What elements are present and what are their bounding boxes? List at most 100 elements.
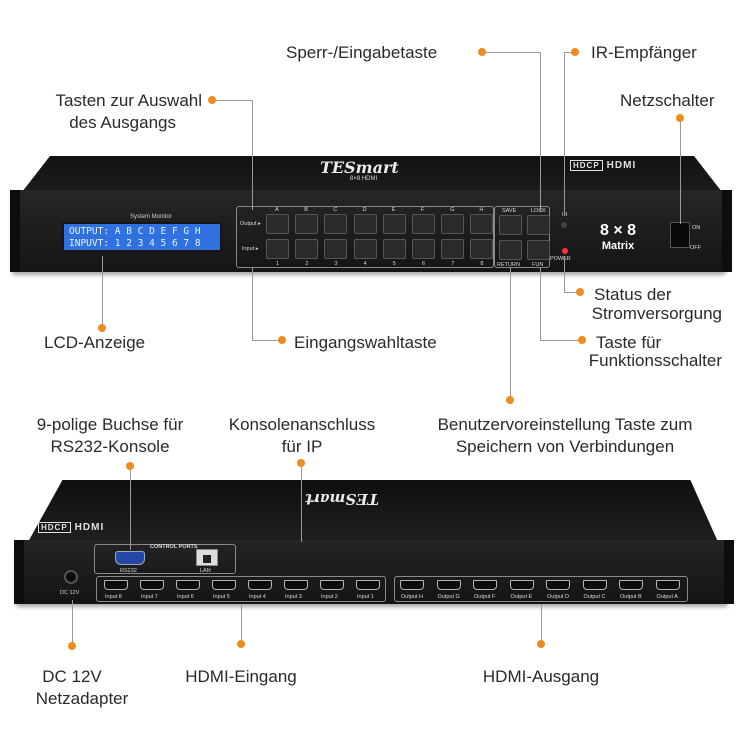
callout-output-keys-line bbox=[216, 100, 252, 101]
output-select-button[interactable] bbox=[266, 214, 289, 234]
hdmi-output-port-label: Output G bbox=[437, 594, 460, 600]
output-select-button[interactable] bbox=[412, 214, 435, 234]
callout-lan-text-1: Konsolenanschluss bbox=[228, 415, 376, 434]
input-select-button[interactable] bbox=[295, 239, 319, 259]
lock-label: LOCK bbox=[531, 208, 546, 214]
hdmi-input-port-label: Input 1 bbox=[357, 594, 374, 600]
hdmi-output-port[interactable] bbox=[582, 580, 607, 590]
brand-logo: TESmart bbox=[320, 158, 399, 177]
input-select-button[interactable] bbox=[441, 239, 465, 259]
callout-lan-line bbox=[301, 467, 302, 542]
switch-off-label: OFF bbox=[690, 245, 701, 251]
output-letter-label: C bbox=[333, 207, 338, 213]
hdmi-input-port-label: Input 7 bbox=[141, 594, 158, 600]
callout-lock-key-text: Sperr-/Eingabetaste bbox=[286, 43, 438, 62]
callout-rs232-line bbox=[130, 470, 131, 550]
callout-lock-key-line bbox=[540, 52, 541, 212]
input-number-label: 2 bbox=[305, 261, 309, 267]
hdmi-output-port[interactable] bbox=[400, 580, 424, 590]
brand-sub-label: 8×8 HDMI bbox=[350, 176, 378, 182]
dc-power-jack[interactable] bbox=[64, 570, 78, 584]
hdmi-output-port[interactable] bbox=[655, 580, 680, 590]
callout-output-keys-text-1: Tasten zur Auswahl bbox=[55, 91, 202, 110]
hdmi-output-port-label: Output D bbox=[547, 594, 570, 600]
dc-label: DC 12V bbox=[60, 590, 80, 596]
matrix-badge: 8 × 8 Matrix bbox=[600, 222, 636, 252]
back-brand-logo: TESmart bbox=[305, 490, 379, 508]
callout-hdmi-in-line bbox=[241, 604, 242, 642]
hdmi-output-port[interactable] bbox=[473, 580, 497, 590]
output-letter-label: H bbox=[479, 207, 484, 213]
callout-output-keys-line bbox=[252, 100, 253, 210]
output-select-button[interactable] bbox=[382, 214, 406, 234]
hdmi-input-port-label: Input 2 bbox=[321, 594, 338, 600]
callout-save-key-dot bbox=[506, 396, 514, 404]
back-panel bbox=[16, 540, 728, 604]
input-select-button[interactable] bbox=[324, 239, 348, 259]
power-switch[interactable] bbox=[670, 222, 690, 248]
hdmi-output-port-label: Output H bbox=[401, 594, 424, 600]
hdmi-input-port[interactable] bbox=[320, 580, 344, 590]
return-button[interactable] bbox=[499, 240, 522, 260]
hdmi-output-port[interactable] bbox=[509, 580, 534, 590]
hdmi-output-port[interactable] bbox=[619, 580, 643, 590]
callout-dc-dot bbox=[68, 642, 76, 650]
matrix-word: Matrix bbox=[601, 240, 635, 252]
front-chassis-top bbox=[22, 156, 722, 192]
input-select-button[interactable] bbox=[266, 239, 289, 259]
callout-lcd-dot bbox=[98, 324, 106, 332]
hdmi-input-port-label: Input 6 bbox=[177, 594, 194, 600]
input-select-button[interactable] bbox=[470, 239, 494, 259]
output-select-button[interactable] bbox=[324, 214, 348, 234]
output-letter-label: B bbox=[304, 207, 308, 213]
output-letter-label: A bbox=[275, 207, 279, 213]
output-select-button[interactable] bbox=[470, 214, 494, 234]
output-select-button[interactable] bbox=[295, 214, 319, 234]
hdmi-input-port-label: Input 5 bbox=[213, 594, 230, 600]
input-select-button[interactable] bbox=[353, 239, 377, 259]
hdmi-logo: HDMI bbox=[606, 160, 637, 171]
callout-dc-line bbox=[72, 600, 73, 644]
hdmi-output-port[interactable] bbox=[546, 580, 570, 590]
hdmi-input-port[interactable] bbox=[284, 580, 308, 590]
callout-lcd-line bbox=[102, 256, 103, 326]
lock-button[interactable] bbox=[527, 215, 550, 235]
rs232-port[interactable] bbox=[115, 551, 145, 565]
lcd-caption: System Monitor bbox=[130, 214, 172, 220]
output-select-button[interactable] bbox=[353, 214, 377, 234]
hdmi-output-port-label: Output F bbox=[474, 594, 496, 600]
front-ear-right bbox=[722, 190, 732, 272]
hdmi-input-port[interactable] bbox=[176, 580, 200, 590]
lan-label: LAN bbox=[200, 568, 211, 574]
output-letter-label: G bbox=[450, 207, 455, 213]
hdmi-output-port[interactable] bbox=[436, 580, 461, 590]
selection-button-panel bbox=[236, 206, 494, 268]
input-select-button[interactable] bbox=[412, 239, 435, 259]
hdmi-input-port[interactable] bbox=[212, 580, 236, 590]
fun-label: FUN bbox=[532, 262, 544, 268]
lcd-display: OUTPUT: A B C D E F G H INPUVT: 1 2 3 4 … bbox=[62, 222, 222, 252]
input-select-button[interactable] bbox=[382, 239, 406, 259]
ir-sensor-icon bbox=[561, 222, 567, 228]
back-ear-left bbox=[14, 540, 24, 604]
callout-fun-key-text-2: Funktionsschalter bbox=[588, 351, 722, 370]
ir-label: IR bbox=[562, 212, 568, 218]
hdmi-input-port[interactable] bbox=[356, 580, 380, 590]
output-select-button[interactable] bbox=[441, 214, 465, 234]
callout-rs232-dot bbox=[126, 462, 134, 470]
save-button[interactable] bbox=[499, 215, 522, 235]
fun-button[interactable] bbox=[527, 240, 550, 260]
callout-power-switch-line bbox=[680, 122, 681, 224]
callout-save-key-text-1: Benutzervoreinstellung Taste zum bbox=[437, 415, 693, 434]
hdmi-output-port-label: Output A bbox=[656, 594, 678, 600]
lan-port[interactable] bbox=[196, 549, 218, 566]
callout-rs232-text-1: 9-polige Buchse für bbox=[36, 415, 184, 434]
hdmi-input-port[interactable] bbox=[248, 580, 272, 590]
power-label: POWER bbox=[550, 256, 571, 262]
hdmi-input-port[interactable] bbox=[104, 580, 128, 590]
hdmi-input-port[interactable] bbox=[140, 580, 164, 590]
hdcp-badge: HDCP bbox=[570, 160, 603, 171]
output-row-label: Output ▸ bbox=[240, 221, 261, 227]
input-row-label: Input ▸ bbox=[242, 246, 259, 252]
